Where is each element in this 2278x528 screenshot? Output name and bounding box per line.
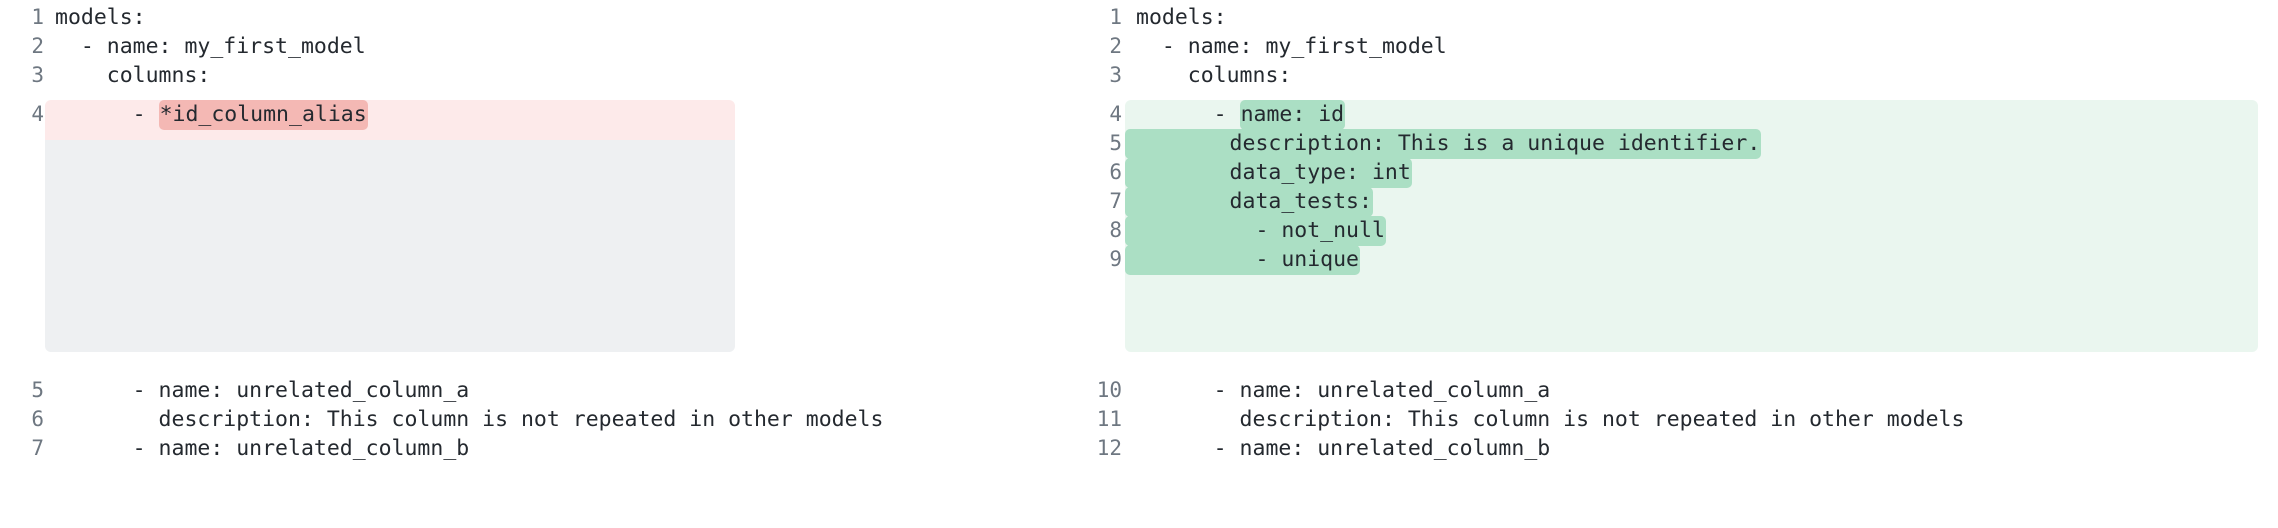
diff-filler-block: [45, 140, 735, 352]
diff-pane-after: 1 models: 2 - name: my_first_model 3 col…: [1040, 0, 2278, 528]
line-number: 6: [31, 407, 44, 431]
line-number: 1: [31, 5, 44, 29]
line-number: 9: [1109, 247, 1122, 271]
code-line-added[interactable]: 9 - unique: [1040, 245, 2278, 275]
line-content: description: This column is not repeated…: [55, 407, 884, 432]
line-content: models:: [55, 5, 146, 30]
line-number: 12: [1096, 436, 1122, 460]
line-number: 4: [1109, 102, 1122, 126]
line-number: 2: [31, 34, 44, 58]
code-line[interactable]: 1 models:: [0, 4, 1040, 31]
line-number: 3: [31, 63, 44, 87]
line-number: 8: [1109, 218, 1122, 242]
added-token-highlight: - unique: [1125, 245, 1360, 275]
code-line[interactable]: 2 - name: my_first_model: [1040, 33, 2278, 60]
line-content: - name: my_first_model: [55, 34, 366, 59]
code-line[interactable]: 1 models:: [1040, 4, 2278, 31]
line-content: columns:: [55, 63, 211, 88]
code-line-added[interactable]: 5 description: This is a unique identifi…: [1040, 129, 2278, 159]
diff-pane-before: 1 models: 2 - name: my_first_model 3 col…: [0, 0, 1040, 528]
line-content: - name: unrelated_column_b: [1136, 436, 1551, 461]
code-line[interactable]: 12 - name: unrelated_column_b: [1040, 435, 2278, 462]
line-content: columns:: [1136, 63, 1292, 88]
line-prefix: -: [1136, 102, 1240, 127]
line-content: data_tests:: [1125, 187, 1373, 217]
code-line[interactable]: 11 description: This column is not repea…: [1040, 406, 2278, 433]
line-content: - unique: [1125, 245, 1360, 275]
removed-token-highlight: *id_column_alias: [158, 100, 368, 130]
line-number: 2: [1109, 34, 1122, 58]
added-token-highlight: name: id: [1239, 100, 1346, 130]
line-number: 6: [1109, 160, 1122, 184]
code-line-added[interactable]: 7 data_tests:: [1040, 187, 2278, 217]
added-token-highlight: - not_null: [1125, 216, 1386, 246]
line-content: data_type: int: [1125, 158, 1412, 188]
line-number: 4: [31, 102, 44, 126]
line-number: 7: [1109, 189, 1122, 213]
line-content: - not_null: [1125, 216, 1386, 246]
added-token-highlight: description: This is a unique identifier…: [1125, 129, 1762, 159]
line-number: 5: [31, 378, 44, 402]
code-line[interactable]: 2 - name: my_first_model: [0, 33, 1040, 60]
line-content: models:: [1136, 5, 1227, 30]
line-number: 1: [1109, 5, 1122, 29]
code-line[interactable]: 6 description: This column is not repeat…: [0, 406, 1040, 433]
code-line[interactable]: 10 - name: unrelated_column_a: [1040, 377, 2278, 404]
line-prefix: -: [55, 102, 159, 127]
line-content: - name: unrelated_column_a: [55, 378, 470, 403]
line-number: 7: [31, 436, 44, 460]
line-content: - *id_column_alias: [55, 100, 368, 130]
line-content: - name: unrelated_column_b: [55, 436, 470, 461]
code-line-added[interactable]: 6 data_type: int: [1040, 158, 2278, 188]
code-line[interactable]: 5 - name: unrelated_column_a: [0, 377, 1040, 404]
code-line[interactable]: 3 columns:: [1040, 62, 2278, 89]
line-content: - name: unrelated_column_a: [1136, 378, 1551, 403]
line-number: 3: [1109, 63, 1122, 87]
line-content: - name: id: [1136, 100, 1346, 130]
added-token-highlight: data_tests:: [1125, 187, 1373, 217]
line-number: 10: [1096, 378, 1122, 402]
line-content: description: This column is not repeated…: [1136, 407, 1965, 432]
added-token-highlight: data_type: int: [1125, 158, 1412, 188]
code-line[interactable]: 7 - name: unrelated_column_b: [0, 435, 1040, 462]
code-line-added[interactable]: 8 - not_null: [1040, 216, 2278, 246]
line-content: description: This is a unique identifier…: [1125, 129, 1762, 159]
line-number: 11: [1096, 407, 1122, 431]
code-line[interactable]: 3 columns:: [0, 62, 1040, 89]
code-line-added[interactable]: 4 - name: id: [1040, 100, 2278, 130]
code-line-removed[interactable]: 4 - *id_column_alias: [0, 100, 1040, 130]
line-content: - name: my_first_model: [1136, 34, 1447, 59]
line-number: 5: [1109, 131, 1122, 155]
